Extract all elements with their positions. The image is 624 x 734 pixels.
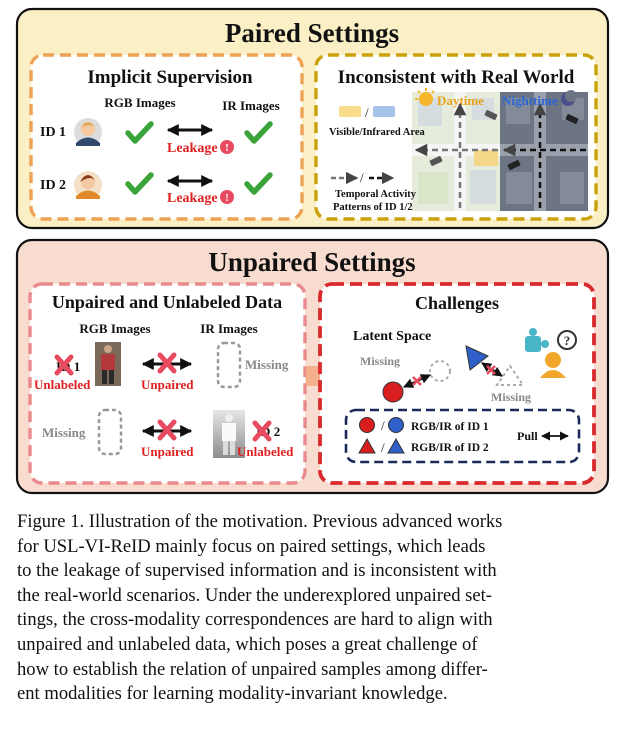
svg-text:/: / — [365, 105, 369, 120]
cross-triangle-pull-icon — [486, 365, 496, 375]
unlabeled-label-id1: Unlabeled — [34, 377, 91, 392]
caption-line: ent modalities for learning modality-inv… — [17, 683, 448, 705]
alert-id2-icon: ! — [220, 190, 234, 204]
blue-triangle-sample — [465, 345, 489, 371]
cross-id2-icon — [252, 420, 272, 442]
cross-unpaired-row1-icon — [157, 352, 177, 374]
cross-unpaired-row2-icon — [157, 419, 177, 441]
rgb-person-image — [95, 342, 121, 386]
person-avatar-id2-icon — [74, 171, 102, 199]
implicit-supervision-title: Implicit Supervision — [87, 67, 253, 88]
camera-icon — [565, 114, 579, 124]
check-rgb-id2-icon — [125, 172, 154, 195]
visible-area-swatch — [339, 106, 361, 117]
missing-rgb-label: Missing — [42, 425, 86, 440]
caption-line: the real-world scenarios. Under the unde… — [17, 584, 492, 606]
nighttime-map — [500, 92, 588, 211]
challenges-title: Challenges — [415, 293, 499, 313]
unpaired-settings-title: Unpaired Settings — [208, 247, 415, 277]
paired-settings-title: Paired Settings — [225, 18, 399, 48]
challenges-box: Challenges Latent Space ? Missing — [318, 282, 596, 485]
temporal-legend-line1: Temporal Activity — [335, 189, 417, 200]
unlabeled-label-id2: Unlabeled — [237, 444, 294, 459]
caption-line: to the leakage of supervised information… — [17, 560, 497, 582]
svg-text:?: ? — [564, 333, 571, 348]
unpaired-label-row1: Unpaired — [141, 377, 194, 392]
ir-person-image — [213, 410, 245, 458]
caption-line: tings, the cross-modality correspondence… — [17, 609, 493, 631]
person-avatar-id1-icon — [74, 118, 102, 146]
legend-id2-label: RGB/IR of ID 2 — [411, 442, 489, 454]
svg-text:/: / — [360, 170, 364, 185]
missing-ir-label: Missing — [245, 357, 289, 372]
cross-circle-pull-icon — [412, 376, 422, 386]
unpaired-ir-header: IR Images — [200, 321, 257, 336]
check-rgb-id1-icon — [125, 121, 154, 144]
cross-id1-icon — [54, 354, 74, 376]
camera-icon — [507, 160, 521, 170]
missing-triangle-placeholder — [495, 364, 525, 386]
caption-line: unpaired and unlabeled data, which poses… — [17, 633, 478, 655]
legend-rgb-id1-circle — [359, 417, 375, 433]
figure-caption: Figure 1. Illustration of the motivation… — [17, 510, 609, 707]
unpaired-data-title: Unpaired and Unlabeled Data — [52, 292, 282, 312]
legend-ir-id1-circle — [388, 417, 404, 433]
camera-icon — [484, 110, 498, 120]
legend-ir-id2-triangle — [387, 437, 405, 454]
puzzle-person-icon: ? — [525, 328, 577, 378]
temporal-legend-line2: Patterns of ID 1/2 — [333, 202, 413, 213]
unpaired-rgb-header: RGB Images — [79, 321, 150, 336]
pull-label: Pull — [517, 429, 538, 443]
daytime-map — [412, 92, 500, 211]
caption-line: for USL-VI-ReID mainly focus on paired s… — [17, 535, 486, 557]
legend-id1-label: RGB/IR of ID 1 — [411, 421, 489, 433]
red-circle-sample — [382, 381, 404, 403]
svg-text:/: / — [381, 440, 385, 455]
caption-line: how to establish the relation of unpaire… — [17, 658, 488, 680]
legend-rgb-id2-triangle — [358, 437, 376, 454]
motivation-figure: Paired Settings Implicit Supervision RGB… — [15, 7, 610, 495]
missing-circle-placeholder — [429, 360, 451, 382]
paired-settings-panel: Paired Settings Implicit Supervision RGB… — [15, 7, 610, 230]
camera-icon — [429, 156, 443, 166]
real-world-box: Inconsistent with Real World — [314, 53, 598, 221]
leakage-label-id1: Leakage — [167, 141, 218, 156]
latent-space-label: Latent Space — [353, 329, 431, 344]
unpaired-label-row2: Unpaired — [141, 444, 194, 459]
area-legend-label: Visible/Infrared Area — [329, 127, 426, 138]
caption-line: Figure 1. Illustration of the motivation… — [17, 511, 503, 532]
unpaired-settings-panel: Unpaired Settings Unpaired and Unlabeled… — [15, 238, 610, 495]
svg-text:/: / — [381, 418, 385, 433]
svg-text:!: ! — [225, 192, 229, 204]
moon-icon — [561, 90, 577, 106]
missing-ir-placeholder — [216, 341, 242, 389]
infrared-area-swatch — [373, 106, 395, 117]
id1-label: ID 1 — [40, 125, 66, 140]
check-ir-id2-icon — [244, 172, 273, 195]
unpaired-data-box: Unpaired and Unlabeled Data RGB Images I… — [28, 282, 307, 485]
sun-icon — [415, 88, 435, 106]
ir-images-header: IR Images — [222, 98, 279, 113]
challenge-legend: / RGB/IR of ID 1 / RGB/IR of ID 2 Pull — [344, 408, 581, 464]
missing-latent-label-2: Missing — [491, 390, 531, 404]
alert-id1-icon: ! — [220, 140, 234, 154]
id2-label: ID 2 — [40, 178, 66, 193]
missing-latent-label-1: Missing — [360, 354, 400, 368]
svg-text:!: ! — [225, 142, 229, 154]
leakage-label-id2: Leakage — [167, 191, 218, 206]
nighttime-label: Nighttime — [502, 93, 558, 108]
implicit-supervision-box: Implicit Supervision RGB Images IR Image… — [29, 53, 304, 221]
rgb-images-header: RGB Images — [104, 95, 175, 110]
daytime-label: Daytime — [437, 93, 484, 108]
real-world-title: Inconsistent with Real World — [338, 67, 575, 88]
missing-rgb-placeholder — [97, 408, 123, 456]
check-ir-id1-icon — [244, 121, 273, 144]
